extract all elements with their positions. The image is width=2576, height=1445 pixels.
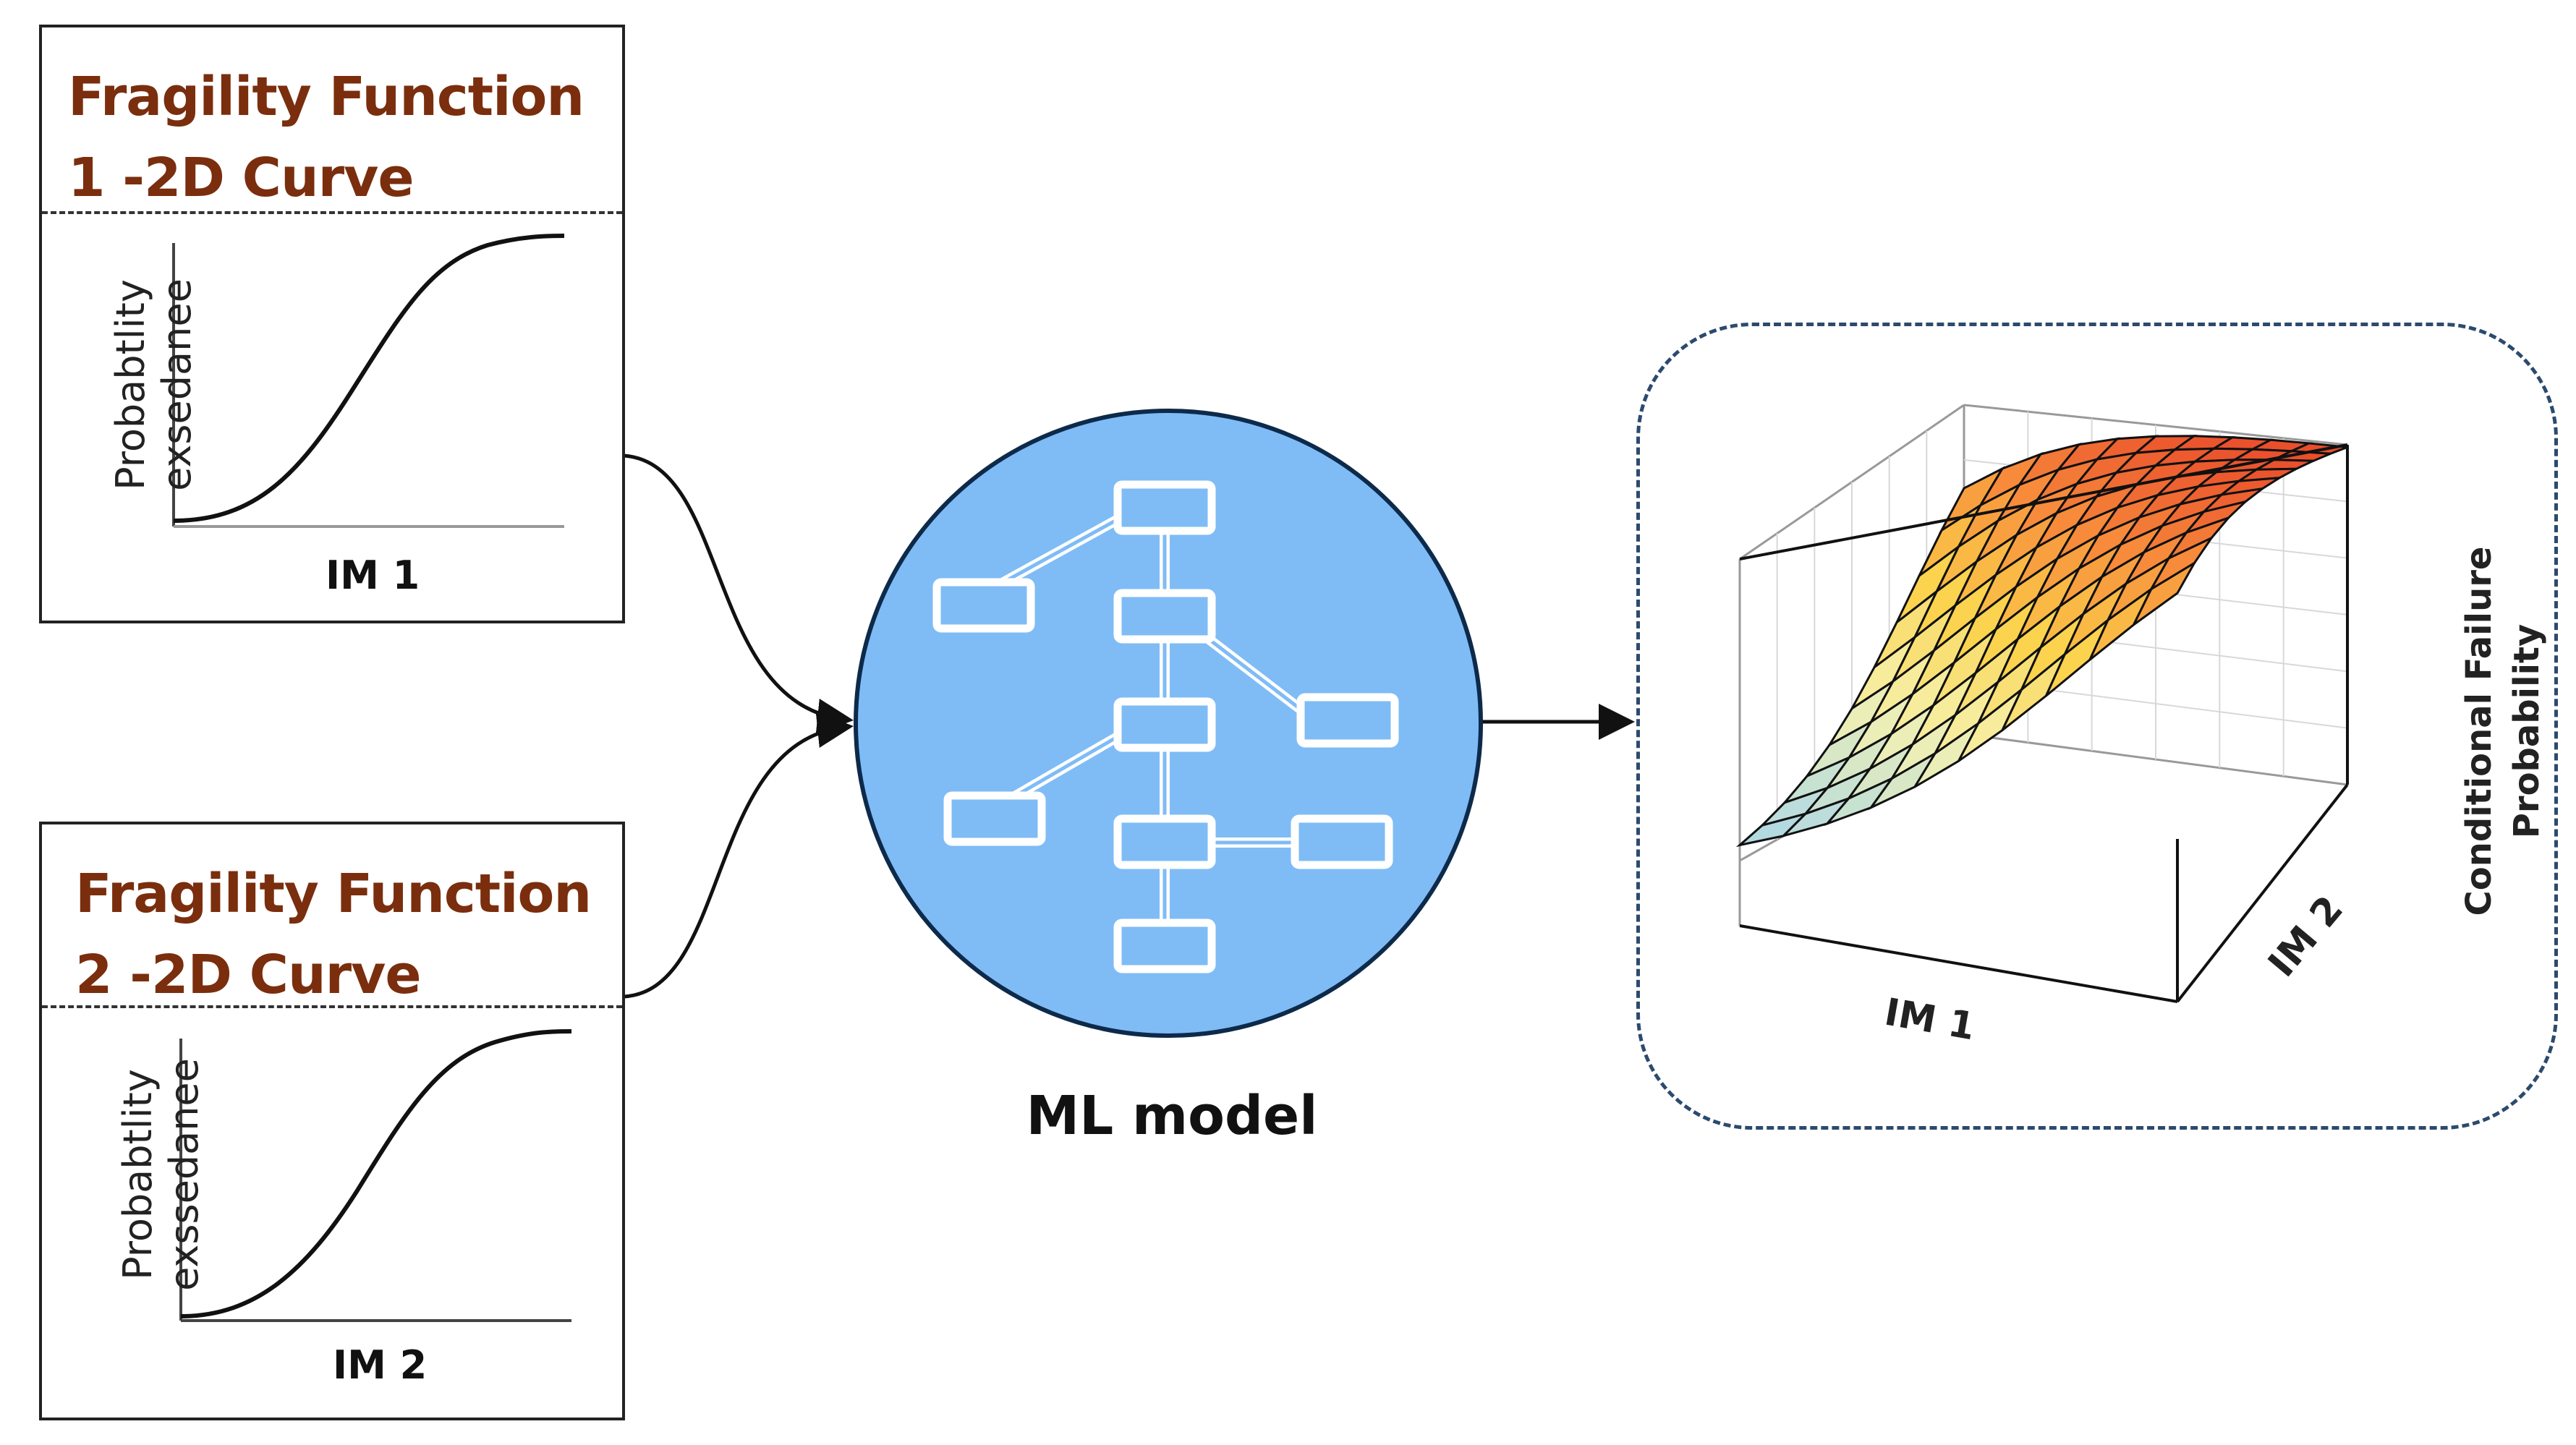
ml-node-4 xyxy=(1296,693,1399,748)
ml-node-6 xyxy=(943,791,1046,846)
ml-network-nodes xyxy=(932,480,1399,973)
ml-node-3 xyxy=(1113,589,1216,644)
panel-2-fragility-curve xyxy=(180,1029,572,1318)
connector-panel2-to-ml xyxy=(623,712,854,999)
surface-box-front xyxy=(1739,443,2349,1003)
panel-2-x-label: IM 2 xyxy=(333,1342,428,1388)
panel-1-x-label: IM 1 xyxy=(326,553,420,598)
panel-2-title: Fragility Function 2 -2D Curve xyxy=(75,853,592,1015)
surface-plot-frame xyxy=(1636,323,2558,1130)
ml-node-7 xyxy=(1113,814,1216,869)
panel-2-title-line1: Fragility Function xyxy=(75,863,592,925)
panel-2-curve-plot xyxy=(179,1029,572,1322)
panel-2-title-line2: 2 -2D Curve xyxy=(75,944,422,1006)
surface-z-label: Conditional Failure Probability xyxy=(2455,543,2551,919)
panel-1-title-line2: 1 -2D Curve xyxy=(68,147,415,209)
panel-1-curve-plot xyxy=(172,234,565,528)
ml-node-9 xyxy=(1113,918,1216,973)
ml-node-5 xyxy=(1113,697,1216,752)
surface-patches xyxy=(1735,435,2348,848)
fragility-panel-1: Fragility Function 1 -2D Curve Probabtli… xyxy=(39,25,625,623)
ml-node-1 xyxy=(1113,480,1216,535)
panel-2-divider xyxy=(42,1005,622,1008)
surface-patch xyxy=(2133,560,2198,626)
fragility-panel-2: Fragility Function 2 -2D Curve Probabtli… xyxy=(39,822,625,1420)
ml-model-icon xyxy=(854,409,1483,1038)
connector-panel1-to-ml xyxy=(623,453,854,735)
ml-node-2 xyxy=(932,578,1035,633)
panel-1-title-line1: Fragility Function xyxy=(68,66,585,128)
ml-model-label: ML model xyxy=(1026,1085,1318,1147)
panel-1-fragility-curve xyxy=(173,234,565,523)
surface-z-label-line2: Probability xyxy=(2507,623,2547,839)
ml-node-8 xyxy=(1291,814,1393,869)
surface-z-label-line1: Conditional Failure xyxy=(2459,546,2499,916)
panel-1-divider xyxy=(42,211,622,214)
panel-1-title: Fragility Function 1 -2D Curve xyxy=(68,56,585,218)
